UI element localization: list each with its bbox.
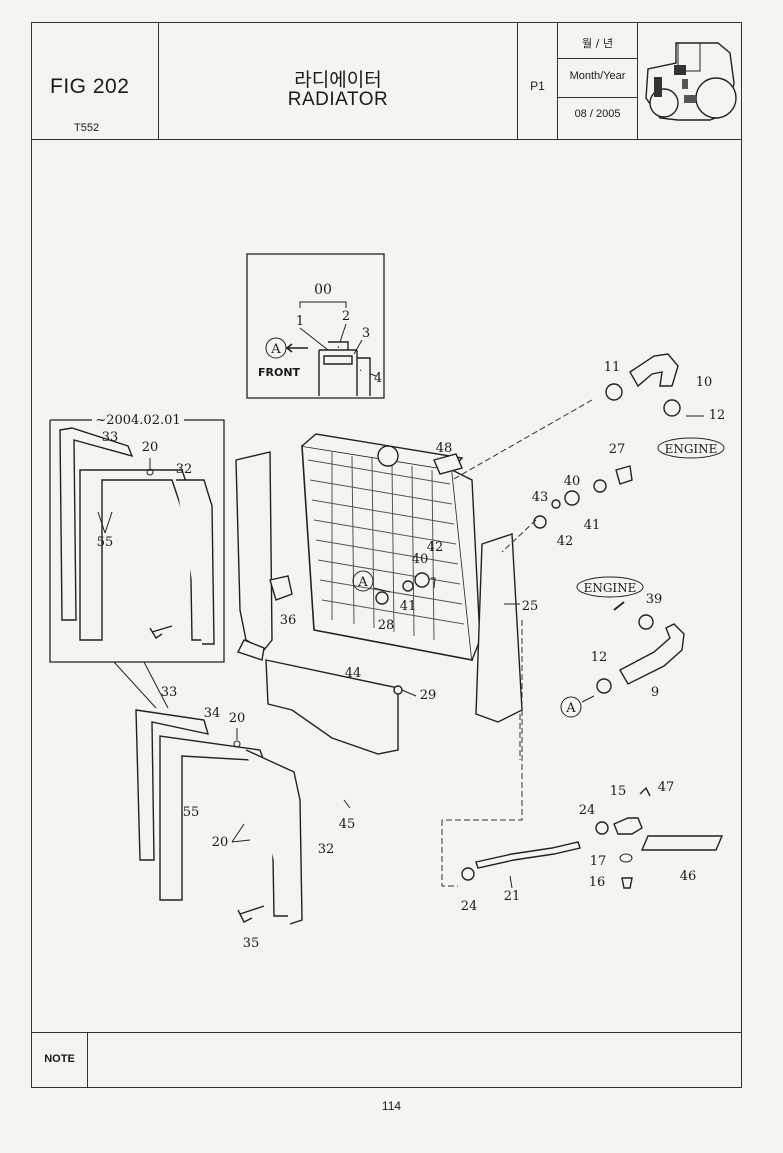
figure-number: FIG 202 <box>50 75 130 98</box>
callout-35: 35 <box>243 936 260 951</box>
title-block: FIG 202 T552 라디에이터 RADIATOR P1 월 / 년 Mon… <box>32 23 741 140</box>
callout-45: 45 <box>339 817 356 832</box>
title-cell: 라디에이터 RADIATOR <box>159 23 518 139</box>
pad-36 <box>269 575 293 601</box>
callout-25: 25 <box>522 599 539 614</box>
model-code: T552 <box>74 122 100 134</box>
callout-34: 34 <box>204 706 221 721</box>
callout-11: 11 <box>604 360 621 375</box>
shroud-assembly: 33 34 20 32 55 20 35 45 <box>135 685 356 951</box>
view-marker-a: A <box>270 342 281 357</box>
callout-20: 20 <box>212 835 229 850</box>
exploded-parts-diagram: 00 1 2 3 4 A FRONT ~2004.02.01 33 <box>32 140 741 1032</box>
callout-10: 10 <box>696 375 713 390</box>
callout-48: 48 <box>436 441 453 456</box>
callout-55-old: 55 <box>97 535 114 550</box>
callout-20-top: 20 <box>229 711 246 726</box>
callout-40: 40 <box>564 474 581 489</box>
date-label-korean: 월 / 년 <box>582 37 613 50</box>
callout-9: 9 <box>651 685 659 700</box>
callout-46: 46 <box>680 869 697 884</box>
callout-44: 44 <box>345 666 362 681</box>
page-frame: FIG 202 T552 라디에이터 RADIATOR P1 월 / 년 Mon… <box>31 22 742 1088</box>
tractor-thumbnail-icon <box>645 42 737 121</box>
left-bracket <box>235 451 273 651</box>
callout-47: 47 <box>658 780 675 795</box>
callout-32: 32 <box>318 842 335 857</box>
callout-42: 42 <box>557 534 574 549</box>
callout-3: 3 <box>362 326 370 341</box>
date-divider <box>558 58 637 59</box>
old-version-label: ~2004.02.01 <box>95 413 180 428</box>
callout-17: 17 <box>590 854 607 869</box>
date-cell: 월 / 년 Month/Year 08 / 2005 <box>558 23 638 139</box>
callout-40-core: 40 <box>412 552 429 567</box>
pad-48 <box>433 453 463 475</box>
right-bracket <box>475 533 523 723</box>
title-english: RADIATOR <box>287 89 389 110</box>
page-number: 114 <box>381 1099 402 1113</box>
upper-hose: 11 10 12 ENGINE <box>604 353 726 459</box>
overflow-pipe: 24 21 24 15 47 17 16 46 <box>441 620 724 914</box>
lower-hose: ENGINE 39 12 9 A <box>560 576 685 718</box>
page-cell: P1 <box>518 23 558 139</box>
callout-28: 28 <box>378 618 395 633</box>
callout-1: 1 <box>296 314 304 329</box>
engine-label-lower: ENGINE <box>584 581 637 595</box>
cap-detail-inset: 00 1 2 3 4 A FRONT <box>246 253 385 399</box>
date-value: 08 / 2005 <box>574 108 621 120</box>
callout-36: 36 <box>280 613 297 628</box>
callout-2: 2 <box>342 309 350 324</box>
title-korean: 라디에이터 <box>294 69 382 91</box>
plate-46 <box>640 835 724 851</box>
view-marker-a-core: A <box>357 575 368 590</box>
callout-24-right: 24 <box>579 803 596 818</box>
date-divider <box>558 97 637 98</box>
callout-55: 55 <box>183 805 200 820</box>
note-row: NOTE <box>32 1032 741 1087</box>
callout-4: 4 <box>374 371 382 386</box>
callout-29: 29 <box>420 688 437 703</box>
tractor-thumbnail-cell <box>638 23 741 139</box>
callout-12-upper: 12 <box>709 408 726 423</box>
callout-15: 15 <box>610 784 627 799</box>
callout-32-old: 32 <box>176 462 193 477</box>
date-label-english: Month/Year <box>569 70 626 82</box>
front-label: FRONT <box>258 366 301 379</box>
callout-41: 41 <box>584 518 601 533</box>
figure-cell: FIG 202 T552 <box>32 23 159 139</box>
baffle-44 <box>265 659 399 755</box>
view-marker-a-hose: A <box>565 701 576 716</box>
callout-39: 39 <box>646 592 663 607</box>
old-version-inset: ~2004.02.01 33 20 32 55 <box>49 413 225 663</box>
radiator-core <box>301 433 481 661</box>
callout-27: 27 <box>609 442 626 457</box>
callout-21: 21 <box>504 889 521 904</box>
callout-43: 43 <box>532 490 549 505</box>
callout-12-lower: 12 <box>591 650 608 665</box>
callout-00: 00 <box>314 282 332 298</box>
callout-20-old: 20 <box>142 440 159 455</box>
callout-33: 33 <box>161 685 178 700</box>
callout-42-core: 42 <box>427 540 444 555</box>
engine-label-upper: ENGINE <box>665 442 718 456</box>
callout-24-left: 24 <box>461 899 478 914</box>
callout-41-core: 41 <box>400 599 417 614</box>
callout-16: 16 <box>589 875 606 890</box>
callout-33-old: 33 <box>102 430 119 445</box>
page-label: P1 <box>530 79 545 93</box>
note-label: NOTE <box>32 1033 88 1087</box>
